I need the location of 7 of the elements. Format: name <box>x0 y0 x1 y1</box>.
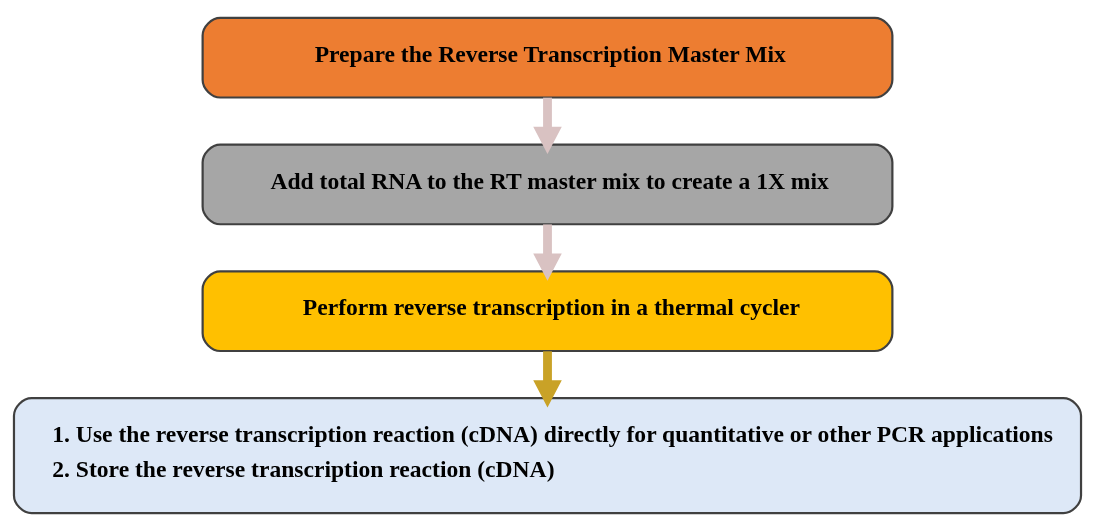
node-box: Perform reverse transcription in a thermal cycler <box>201 269 894 352</box>
node-box: 1. Use the reverse transcription reaction (cDNA) directly for quantitative or other PCR applications 2. Store the reverse transcription reaction (cDNA) <box>12 396 1083 514</box>
arrow <box>533 97 562 154</box>
arrow <box>533 223 562 281</box>
node-box: Prepare the Reverse Transcription Master Mix <box>201 16 894 99</box>
arrow <box>533 350 562 408</box>
node-box: Add total RNA to the RT master mix to create a 1X mix <box>201 143 894 225</box>
